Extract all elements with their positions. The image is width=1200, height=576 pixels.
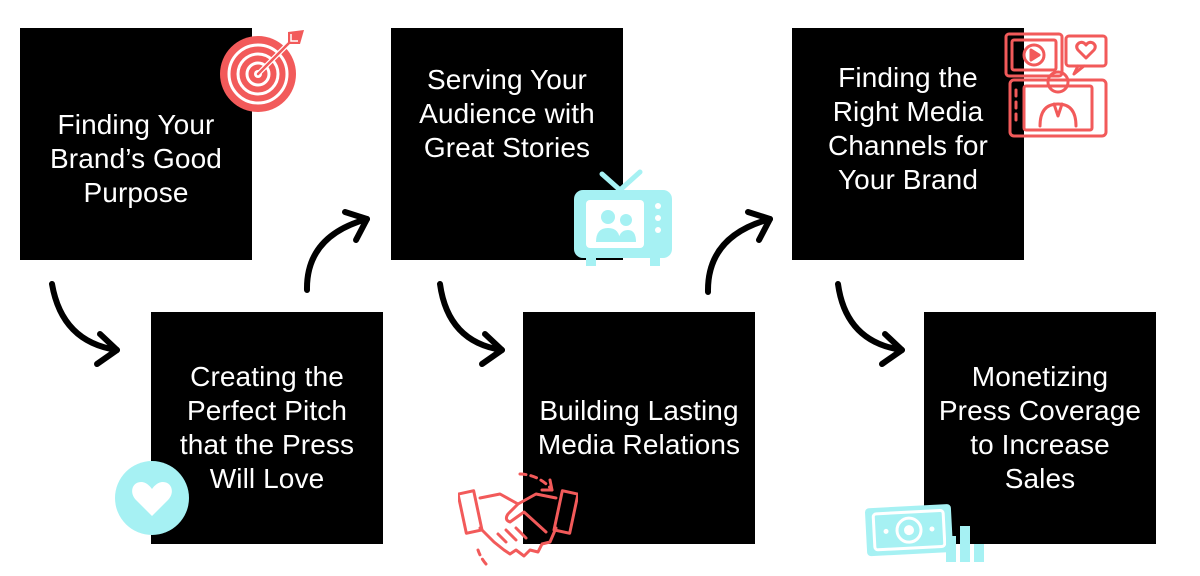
step-1-box: Finding Your Brand’s Good Purpose: [20, 28, 252, 260]
target-icon: [220, 30, 304, 112]
heart-icon: [115, 461, 189, 535]
arrow-step5-to-step6: [835, 281, 905, 367]
arrow-step2-to-step3: [303, 209, 370, 293]
step-5-box: Finding the Right Media Channels for You…: [792, 28, 1024, 260]
arrow-step1-to-step2: [49, 281, 120, 367]
step-5-label: Finding the Right Media Channels for You…: [828, 62, 988, 195]
step-4-label: Building Lasting Media Relations: [537, 395, 741, 460]
step-1-label: Finding Your Brand’s Good Purpose: [50, 109, 222, 208]
arrow-step4-to-step5: [704, 209, 773, 295]
step-3-label: Serving Your Audience with Great Stories: [419, 64, 595, 163]
step-2-box: Creating the Perfect Pitch that the Pres…: [151, 312, 383, 544]
step-6-box: Monetizing Press Coverage to Increase Sa…: [924, 312, 1156, 544]
tv-icon: [574, 169, 672, 266]
step-4-box: Building Lasting Media Relations: [523, 312, 755, 544]
step-2-label: Creating the Perfect Pitch that the Pres…: [179, 361, 355, 494]
step-6-label: Monetizing Press Coverage to Increase Sa…: [938, 361, 1142, 494]
media-channels-icon: [1004, 32, 1108, 138]
arrow-step3-to-step4: [437, 281, 505, 367]
handshake-icon: [458, 472, 578, 566]
step-3-box: Serving Your Audience with Great Stories: [391, 28, 623, 260]
money-chart-icon: [865, 504, 984, 562]
